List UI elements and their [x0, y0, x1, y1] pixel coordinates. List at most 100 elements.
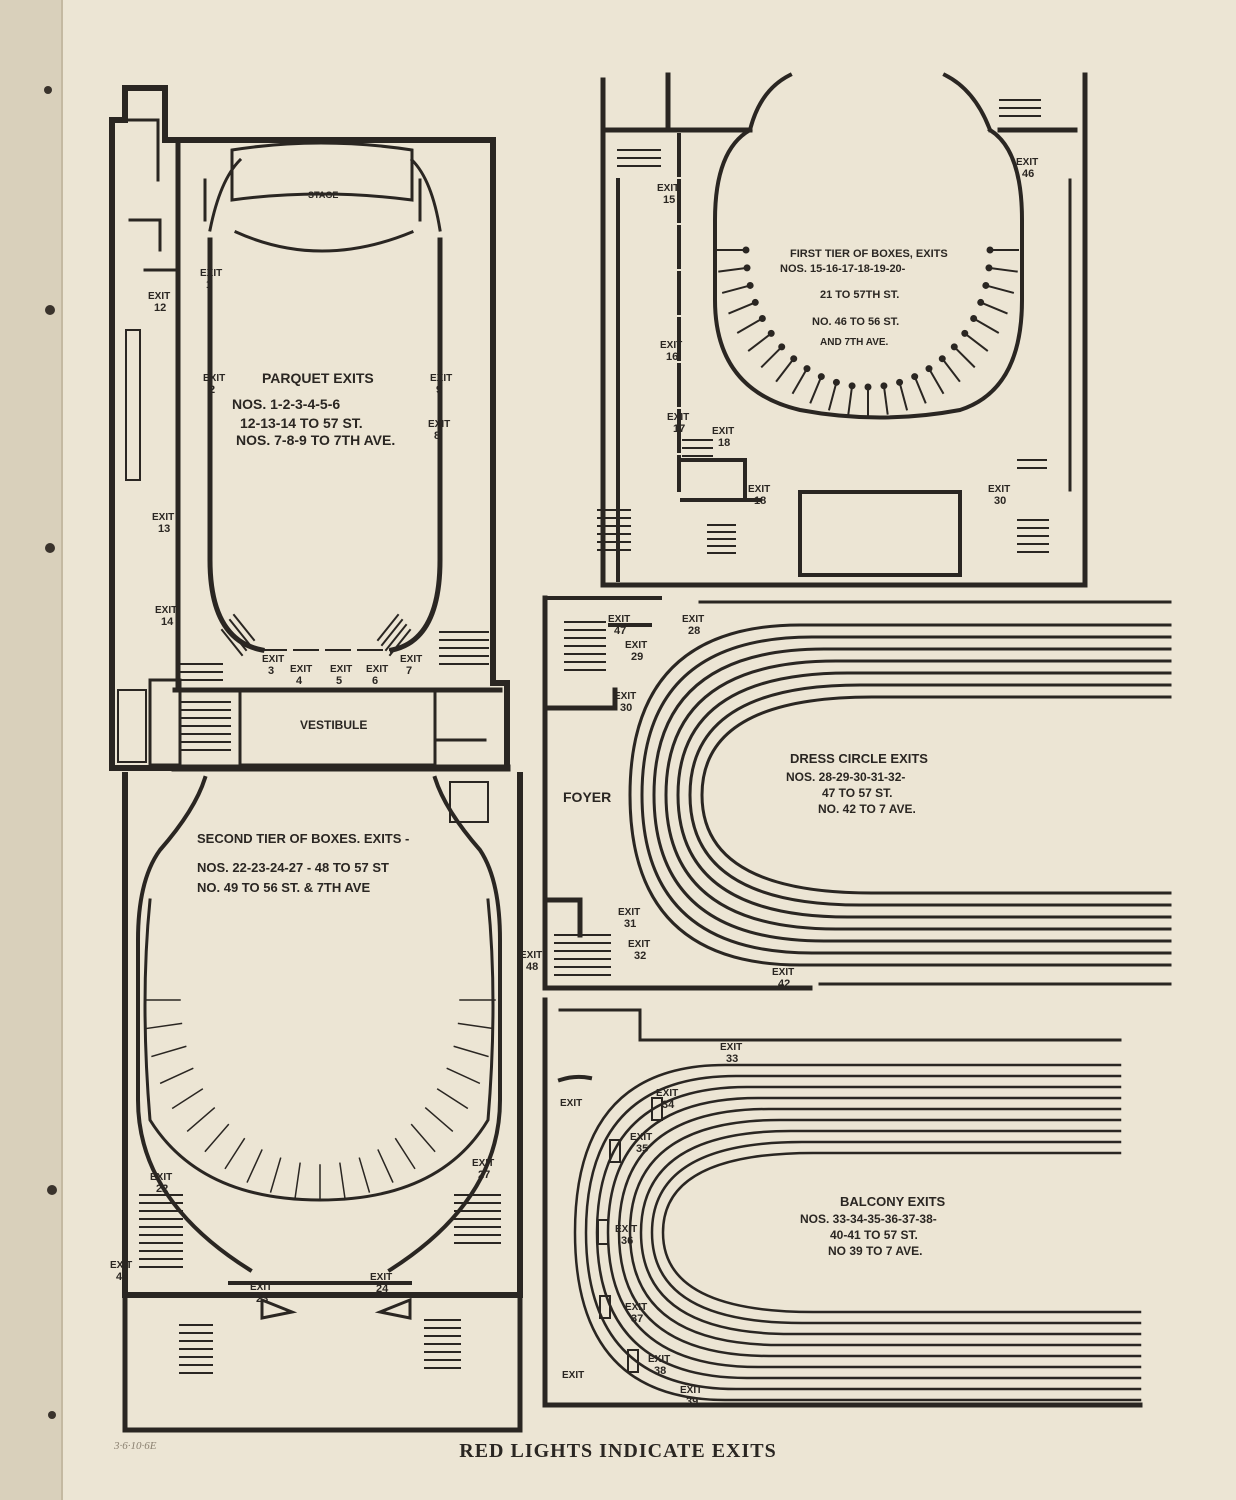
box-partition-dot: [778, 343, 786, 351]
balcony-plan: [542, 997, 1143, 1408]
exit-word: EXIT: [615, 1224, 637, 1235]
exit-number: 38: [654, 1365, 666, 1377]
box-partition: [151, 1045, 187, 1058]
box-partition-dot: [896, 378, 904, 386]
second-tier-plan: [122, 772, 523, 1433]
box-partition: [940, 357, 961, 383]
box-partition: [927, 367, 945, 395]
balcony-seat-row: [617, 1107, 1142, 1358]
box-partition-dot: [803, 365, 811, 373]
box-partition-dot: [911, 373, 919, 381]
box-partition-dot: [790, 355, 798, 363]
exit-number: 33: [726, 1053, 738, 1065]
box-partition-dot: [758, 315, 766, 322]
first-tier-plan: [597, 72, 1088, 588]
exit-number: 1: [206, 279, 212, 291]
exit-number: 31: [624, 918, 636, 930]
box-partition: [882, 384, 889, 415]
box-partition: [339, 1162, 346, 1199]
box-partition-dot: [938, 355, 946, 363]
pencil-annotation: 3·6·10·6E: [114, 1440, 157, 1452]
exit-number: 30: [620, 702, 632, 714]
box-partition: [436, 1088, 469, 1110]
exit-number: 39: [686, 1396, 698, 1408]
box-partition: [171, 1088, 204, 1110]
dress-seat-row: [628, 623, 1172, 967]
tier1-line3: NO. 46 TO 56 ST.: [812, 316, 899, 328]
exit-word: EXIT: [262, 654, 284, 665]
exit-number: 5: [336, 675, 342, 687]
exit-number: 28: [688, 625, 700, 637]
exit-number: 22: [156, 1183, 168, 1195]
parquet-plan: [109, 85, 511, 772]
footer-caption: RED LIGHTS INDICATE EXITS: [459, 1440, 777, 1462]
box-partition: [809, 375, 823, 404]
exit-number: 37: [631, 1313, 643, 1325]
balcony-line3: NO 39 TO 7 AVE.: [828, 1244, 922, 1258]
exit-number: 18: [754, 495, 766, 507]
exit-word: EXIT: [366, 664, 388, 675]
box-partition: [791, 367, 809, 395]
box-partition: [721, 284, 752, 294]
exit-word: EXIT: [148, 291, 170, 302]
box-partition: [457, 1022, 495, 1030]
vestibule-label: VESTIBULE: [300, 718, 367, 732]
exit-word: EXIT: [618, 907, 640, 918]
balcony-seat-row: [584, 1074, 1142, 1391]
exit-number: 15: [663, 194, 675, 206]
tier2-title: SECOND TIER OF BOXES. EXITS -: [197, 831, 409, 846]
box-partition: [145, 1022, 183, 1030]
exit-word: EXIT: [155, 605, 177, 616]
foyer-label: FOYER: [563, 789, 611, 805]
exit-number: 3: [268, 665, 274, 677]
box-partition-dot: [742, 246, 750, 254]
tier2-line1: NOS. 22-23-24-27 - 48 TO 57 ST: [197, 860, 389, 875]
exit-number: 27: [478, 1169, 490, 1181]
exit-number: 42: [778, 978, 790, 990]
exit-number: 48: [526, 961, 538, 973]
dress-seat-row: [700, 695, 1172, 895]
box-partition: [952, 345, 976, 369]
box-partition: [898, 381, 909, 411]
box-partition: [424, 1106, 454, 1133]
exit-number: 14: [161, 616, 174, 628]
exit-word: EXIT: [625, 1302, 647, 1313]
exit-number: 30: [994, 495, 1006, 507]
parquet-line2: 12-13-14 TO 57 ST.: [240, 415, 363, 431]
box-partition-dot: [767, 329, 775, 337]
exit-word: EXIT: [720, 1042, 742, 1053]
exit-word: EXIT: [472, 1158, 494, 1169]
exit-word: EXIT: [400, 654, 422, 665]
box-partition-dot: [817, 373, 825, 381]
dress-seat-row: [664, 659, 1172, 931]
exit-number: 32: [634, 950, 646, 962]
box-partition: [394, 1137, 416, 1170]
box-partition: [747, 331, 773, 352]
exit-number: 34: [662, 1099, 675, 1111]
balcony-seat-row: [661, 1151, 1142, 1314]
exit-word: EXIT: [667, 412, 689, 423]
box-partition-dot: [880, 382, 888, 390]
exit-number: 17: [673, 423, 685, 435]
exit-word: EXIT: [712, 426, 734, 437]
exit-number: 12: [154, 302, 166, 314]
exit-word: EXIT: [772, 967, 794, 978]
box-partition: [224, 1137, 246, 1170]
